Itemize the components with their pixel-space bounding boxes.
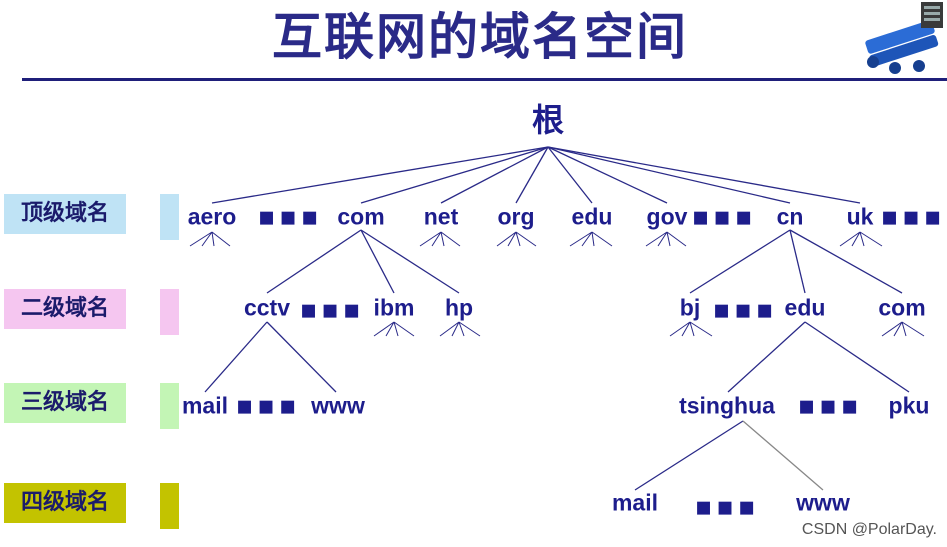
level-bar-second <box>160 289 179 335</box>
third-www: www <box>311 392 365 419</box>
ellipsis-sld-1: ▪▪▪ <box>299 295 365 325</box>
tld-gov: gov <box>646 203 688 230</box>
level-label-top: 顶级域名 <box>4 194 126 234</box>
ellipsis-sld-2: ▪▪▪ <box>712 295 778 325</box>
tld-edu: edu <box>571 203 613 230</box>
level-label-fourth: 四级域名 <box>4 483 126 523</box>
network-servers-icon <box>865 2 943 74</box>
ellipsis-tld-3: ▪▪▪ <box>880 202 946 232</box>
fourth-mail: mail <box>611 489 659 516</box>
root-node: 根 <box>531 101 565 139</box>
level-bar-third <box>160 383 179 429</box>
tld-org: org <box>497 203 535 230</box>
watermark: CSDN @PolarDay. <box>801 521 937 538</box>
fourth-www: www <box>796 489 850 516</box>
sld-edu: edu <box>784 294 826 321</box>
level-bar-top <box>160 194 179 240</box>
tld-uk: uk <box>846 203 874 230</box>
sld-hp: hp <box>444 294 474 321</box>
ellipsis-tld-2: ▪▪▪ <box>691 202 757 232</box>
ellipsis-third-2: ▪▪▪ <box>797 391 863 421</box>
third-mail: mail <box>181 392 229 419</box>
page-title: 互联网的域名空间 <box>272 8 688 66</box>
ellipsis-tld-1: ▪▪▪ <box>257 202 323 232</box>
ellipsis-fourth: ▪▪▪ <box>694 492 760 522</box>
third-tsinghua: tsinghua <box>679 392 775 419</box>
tld-cn: cn <box>776 203 804 230</box>
ellipsis-third-1: ▪▪▪ <box>235 391 301 421</box>
tld-aero: aero <box>187 203 237 230</box>
sld-bj: bj <box>679 294 701 321</box>
title-divider <box>22 78 947 81</box>
sld-ibm: ibm <box>373 294 415 321</box>
level-label-third: 三级域名 <box>4 383 126 423</box>
third-pku: pku <box>888 392 930 419</box>
sld-cctv: cctv <box>243 294 291 321</box>
tld-com: com <box>337 203 385 230</box>
tld-net: net <box>423 203 459 230</box>
level-label-second: 二级域名 <box>4 289 126 329</box>
level-bar-fourth <box>160 483 179 529</box>
sld-com: com <box>878 294 926 321</box>
